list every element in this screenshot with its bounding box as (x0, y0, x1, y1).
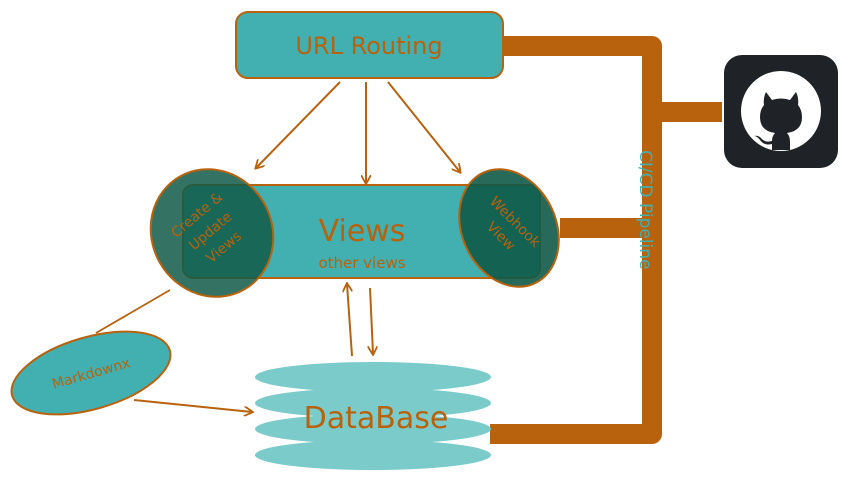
views-title: Views (319, 214, 406, 249)
markdownx-node: Markdownx (10, 330, 172, 416)
views-subtitle: other views (318, 254, 405, 272)
markdownx-to-database-arrow (133, 399, 252, 412)
github-icon (724, 55, 838, 168)
database-node: DataBase (255, 362, 491, 470)
markdownx-connector (95, 289, 171, 334)
cicd-pipeline: CI/CD Pipeline (490, 36, 722, 444)
webhook-view-node: Webhook View (458, 168, 560, 288)
url-routing-label: URL Routing (295, 32, 442, 60)
database-label: DataBase (304, 401, 449, 436)
create-update-views-node: Create & Update Views (149, 168, 275, 298)
cicd-pipeline-label: CI/CD Pipeline (635, 150, 655, 270)
views-database-arrows (347, 284, 373, 356)
routing-arrows (256, 81, 460, 183)
url-routing-node: URL Routing (235, 11, 504, 79)
